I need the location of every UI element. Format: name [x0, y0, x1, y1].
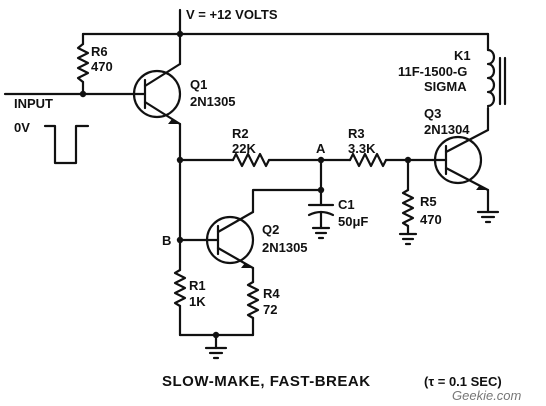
- input-label: INPUT: [14, 96, 53, 111]
- supply-rail: [81, 8, 490, 38]
- c1-capacitor: [307, 158, 335, 240]
- r1-ref: R1: [189, 278, 206, 293]
- r4-resistor: [246, 280, 260, 320]
- supply-label: V = +12 VOLTS: [186, 7, 278, 22]
- q1-part: 2N1305: [190, 94, 236, 109]
- r3-value: 3.3K: [348, 141, 376, 156]
- r2-value: 22K: [232, 141, 256, 156]
- watermark: Geekie.com: [452, 388, 522, 403]
- q2-transistor: [203, 186, 325, 284]
- r6-value: 470: [91, 59, 113, 74]
- q2-part: 2N1305: [262, 240, 308, 255]
- r4-ref: R4: [263, 286, 280, 301]
- r3-resistor: [348, 152, 388, 168]
- input-pulse: [43, 124, 90, 165]
- q3-transistor: [431, 106, 500, 224]
- k1-make: SIGMA: [424, 79, 467, 94]
- r2-ref: R2: [232, 126, 249, 141]
- k1-part: 11F-1500-G: [398, 64, 467, 79]
- k1-ref: K1: [454, 48, 471, 63]
- caption: SLOW-MAKE, FAST-BREAK: [162, 373, 371, 390]
- q3-part: 2N1304: [424, 122, 470, 137]
- node-a-label: A: [316, 141, 326, 156]
- k1-relay-coil: [486, 32, 507, 108]
- c1-value: 50μF: [338, 214, 368, 229]
- q2-ref: Q2: [262, 222, 279, 237]
- r5-value: 470: [420, 212, 442, 227]
- input-level-label: 0V: [14, 120, 30, 135]
- r1-resistor: [173, 268, 187, 308]
- r6-resistor: [76, 42, 90, 84]
- r3-ref: R3: [348, 126, 365, 141]
- r2-resistor: [231, 152, 271, 168]
- r6-ref: R6: [91, 44, 108, 59]
- r1-value: 1K: [189, 294, 206, 309]
- r4-value: 72: [263, 302, 277, 317]
- q1-transistor: [131, 32, 182, 162]
- node-b-label: B: [162, 233, 171, 248]
- c1-ref: C1: [338, 197, 355, 212]
- r5-resistor: [401, 188, 415, 228]
- q3-ref: Q3: [424, 106, 441, 121]
- q1-ref: Q1: [190, 77, 207, 92]
- timing-note: (τ = 0.1 SEC): [424, 374, 502, 389]
- r5-ref: R5: [420, 194, 437, 209]
